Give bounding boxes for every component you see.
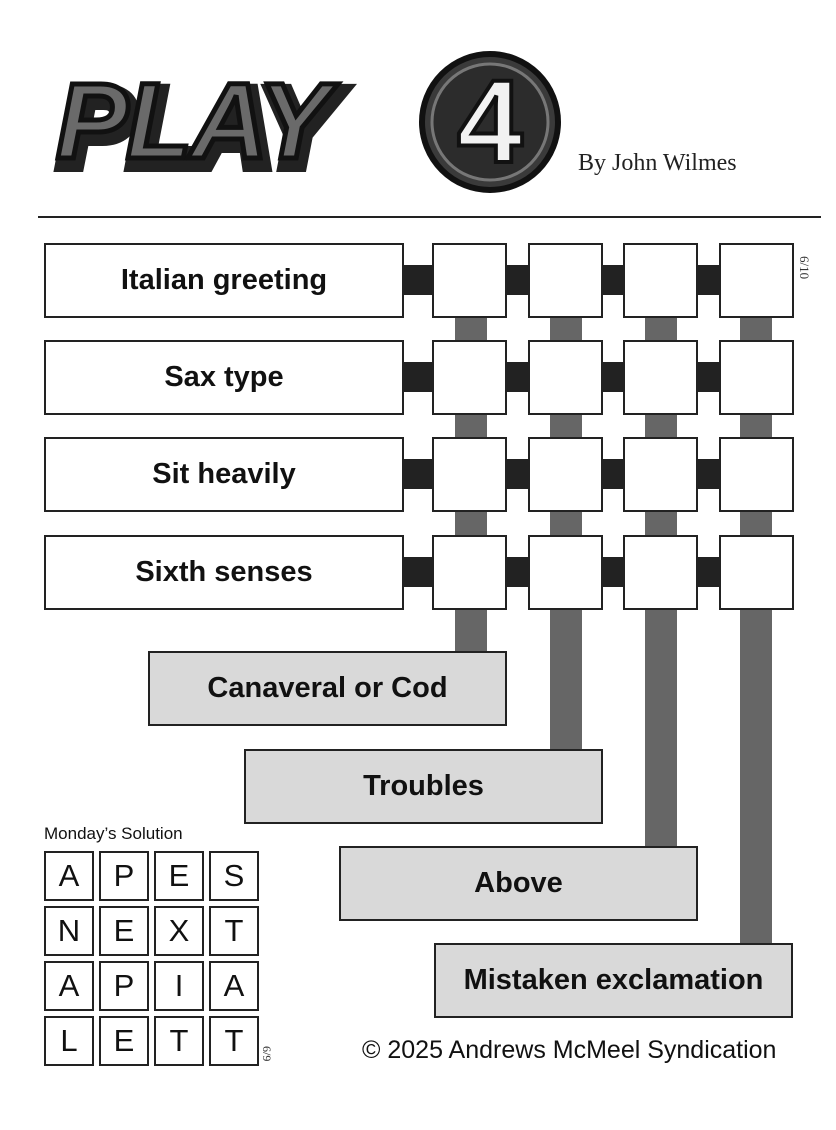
down-clue-4: Mistaken exclamation <box>434 943 793 1018</box>
across-clue-2: Sax type <box>44 340 404 415</box>
solution-cell: P <box>99 961 149 1011</box>
answer-cell-r2-c2[interactable] <box>528 340 603 415</box>
row-connector <box>402 265 434 295</box>
solution-cell: T <box>154 1016 204 1066</box>
solution-date: 6/9 <box>260 1046 274 1062</box>
answer-cell-r4-c2[interactable] <box>528 535 603 610</box>
solution-cell: A <box>44 851 94 901</box>
row-connector <box>506 265 530 295</box>
down-bar-4 <box>740 318 772 945</box>
solution-cell: N <box>44 906 94 956</box>
row-connector <box>697 265 721 295</box>
answer-cell-r3-c3[interactable] <box>623 437 698 512</box>
answer-cell-r3-c4[interactable] <box>719 437 794 512</box>
solution-cell: T <box>209 906 259 956</box>
solution-title: Monday’s Solution <box>44 824 183 843</box>
row-connector <box>697 362 721 392</box>
solution-cell: E <box>154 851 204 901</box>
answer-cell-r1-c2[interactable] <box>528 243 603 318</box>
answer-cell-r2-c1[interactable] <box>432 340 507 415</box>
solution-cell: T <box>209 1016 259 1066</box>
answer-cell-r2-c4[interactable] <box>719 340 794 415</box>
row-connector <box>697 557 721 587</box>
row-connector <box>601 459 625 489</box>
answer-cell-r4-c4[interactable] <box>719 535 794 610</box>
copyright: © 2025 Andrews McMeel Syndication <box>362 1036 777 1064</box>
down-clue-3: Above <box>339 846 698 921</box>
across-clue-4: Sixth senses <box>44 535 404 610</box>
row-connector <box>506 362 530 392</box>
solution-cell: L <box>44 1016 94 1066</box>
row-connector <box>506 557 530 587</box>
header-rule <box>38 216 821 218</box>
answer-cell-r2-c3[interactable] <box>623 340 698 415</box>
down-clue-1: Canaveral or Cod <box>148 651 507 726</box>
logo-text-shadow: PLAY <box>60 67 343 188</box>
across-clue-3: Sit heavily <box>44 437 404 512</box>
solution-cell: P <box>99 851 149 901</box>
answer-cell-r4-c1[interactable] <box>432 535 507 610</box>
solution-cell: E <box>99 1016 149 1066</box>
answer-cell-r1-c1[interactable] <box>432 243 507 318</box>
row-connector <box>402 459 434 489</box>
row-connector <box>402 362 434 392</box>
across-clue-1: Italian greeting <box>44 243 404 318</box>
down-clue-2: Troubles <box>244 749 603 824</box>
row-connector <box>506 459 530 489</box>
row-connector <box>697 459 721 489</box>
row-connector <box>601 557 625 587</box>
byline: By John Wilmes <box>578 150 737 176</box>
answer-cell-r4-c3[interactable] <box>623 535 698 610</box>
answer-cell-r1-c4[interactable] <box>719 243 794 318</box>
solution-cell: I <box>154 961 204 1011</box>
logo-circle-inner <box>430 62 550 182</box>
logo-text: PLAY <box>56 60 339 181</box>
solution-cell: E <box>99 906 149 956</box>
logo-word-art: PLAY PLAY 4 <box>53 51 561 195</box>
play4-logo: PLAY PLAY 4 <box>53 51 561 195</box>
solution-cell: X <box>154 906 204 956</box>
answer-cell-r1-c3[interactable] <box>623 243 698 318</box>
logo-number: 4 <box>457 56 523 188</box>
puzzle-date: 6/10 <box>797 256 812 280</box>
solution-cell: A <box>44 961 94 1011</box>
answer-cell-r3-c2[interactable] <box>528 437 603 512</box>
row-connector <box>402 557 434 587</box>
row-connector <box>601 265 625 295</box>
row-connector <box>601 362 625 392</box>
solution-cell: S <box>209 851 259 901</box>
answer-cell-r3-c1[interactable] <box>432 437 507 512</box>
solution-cell: A <box>209 961 259 1011</box>
